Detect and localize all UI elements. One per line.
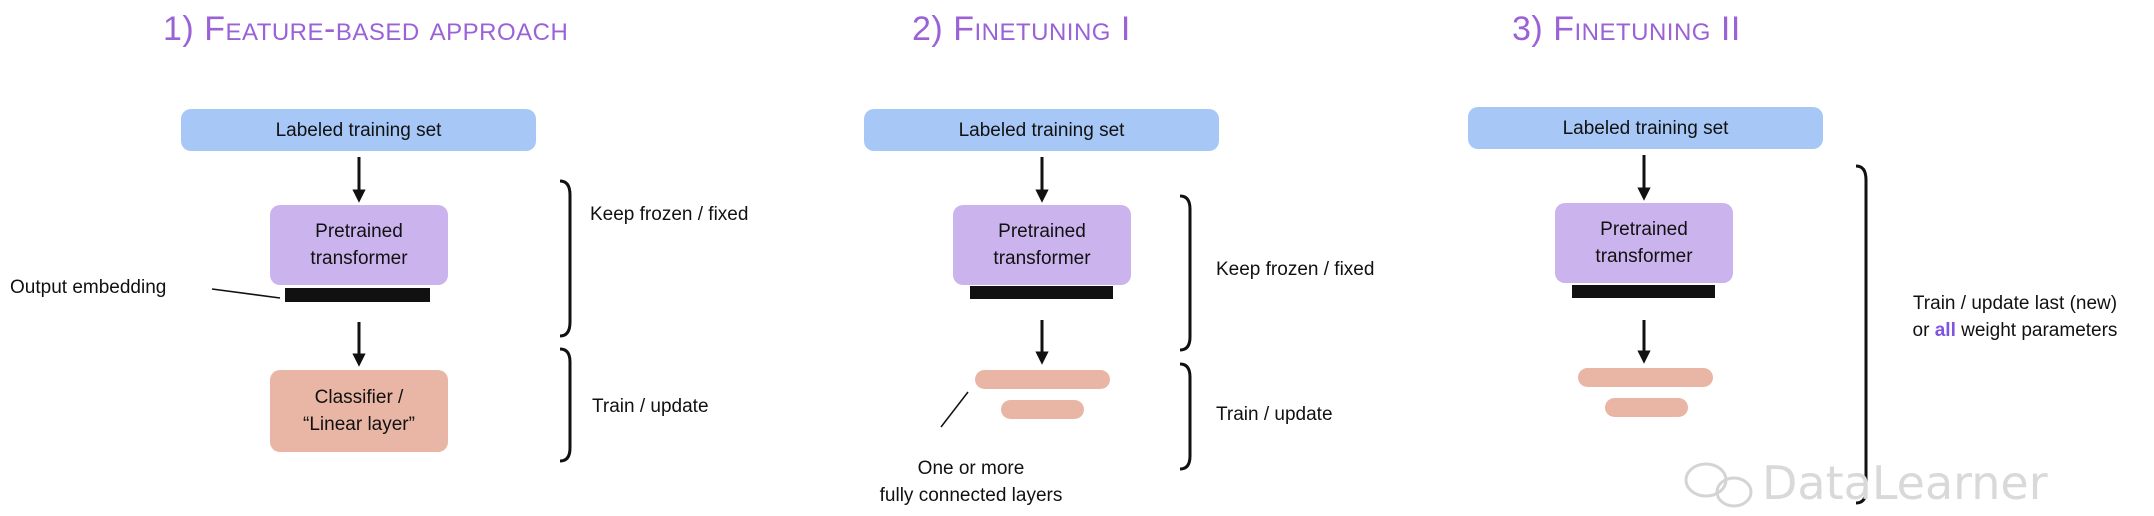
panel-3-train-line1: Train / update last (new)	[1912, 293, 2118, 314]
panel-3-train-label: Train / update last (new) or all weight …	[1880, 290, 2150, 344]
panel-2-layers-line1: One or more	[917, 458, 1025, 479]
panel-1-classifier-line1: Classifier /	[314, 387, 404, 408]
panel-2-output-embedding-bar	[970, 286, 1113, 299]
panel-2-layer-1	[975, 370, 1110, 389]
panel-3-output-embedding-bar	[1572, 285, 1715, 298]
panel-1-classifier-box: Classifier / “Linear layer”	[270, 370, 448, 452]
panel-3-model-line1: Pretrained	[1600, 219, 1688, 240]
panel-3-input-label: Labeled training set	[1562, 117, 1729, 139]
panel-1-classifier-line2: “Linear layer”	[303, 414, 415, 435]
panel-3-layer-1	[1578, 368, 1713, 387]
panel-2-input-label: Labeled training set	[958, 119, 1125, 141]
panel-2-train-label: Train / update	[1216, 404, 1333, 425]
panel-1-model-box: Pretrained transformer	[270, 205, 448, 285]
panel-1-frozen-bracket	[559, 179, 572, 338]
panel-3-title-text: Finetuning II	[1553, 10, 1741, 48]
panel-2-frozen-label: Keep frozen / fixed	[1216, 259, 1375, 280]
panel-3-train-post: weight parameters	[1955, 320, 2118, 341]
panel-1-train-bracket	[559, 347, 572, 463]
panel-2-model-line1: Pretrained	[998, 221, 1086, 242]
panel-2-title: 2) Finetuning I	[912, 10, 1131, 49]
panel-2-frozen-bracket	[1179, 194, 1192, 352]
panel-3-model-box: Pretrained transformer	[1555, 203, 1733, 283]
panel-1-title: 1) Feature-based approach	[163, 10, 568, 49]
panel-1-input-box: Labeled training set	[181, 109, 536, 151]
panel-2-model-line2: transformer	[993, 248, 1091, 269]
panel-3-title: 3) Finetuning II	[1512, 10, 1741, 49]
panel-1-embedding-leader	[211, 288, 281, 299]
panel-1-embedding-label: Output embedding	[10, 277, 167, 298]
panel-2-train-bracket	[1179, 362, 1192, 471]
panel-3-train-line2: or all weight parameters	[1880, 317, 2150, 344]
panel-3-layer-2	[1605, 398, 1688, 417]
panel-1-frozen-label: Keep frozen / fixed	[590, 204, 749, 225]
panel-3-model-line2: transformer	[1595, 246, 1693, 267]
panel-1-model-line2: transformer	[310, 248, 408, 269]
panel-1-input-label: Labeled training set	[275, 119, 442, 141]
panel-1-number: 1)	[163, 10, 195, 48]
panel-2-input-box: Labeled training set	[864, 109, 1219, 151]
panel-3-number: 3)	[1512, 10, 1544, 48]
panel-2-model-box: Pretrained transformer	[953, 205, 1131, 285]
panel-2-layer-2	[1001, 400, 1084, 419]
watermark-text: DataLearner	[1762, 456, 2048, 510]
panel-3-train-bracket	[1855, 164, 1868, 505]
panel-2-title-text: Finetuning I	[953, 10, 1131, 48]
panel-2-layers-line2: fully connected layers	[879, 485, 1063, 506]
panel-2-number: 2)	[912, 10, 944, 48]
panel-3-input-box: Labeled training set	[1468, 107, 1823, 149]
panel-2-layers-leader	[940, 391, 969, 428]
panel-2-layers-label: One or more fully connected layers	[841, 455, 1101, 509]
panel-1-output-embedding-bar	[285, 288, 430, 302]
panel-1-title-text: Feature-based approach	[204, 10, 569, 48]
panel-3-train-pre: or	[1912, 320, 1935, 341]
panel-1-train-label: Train / update	[592, 396, 709, 417]
panel-3-train-accent: all	[1934, 320, 1956, 341]
panel-1-model-line1: Pretrained	[315, 221, 403, 242]
wechat-icon	[1684, 462, 1753, 508]
